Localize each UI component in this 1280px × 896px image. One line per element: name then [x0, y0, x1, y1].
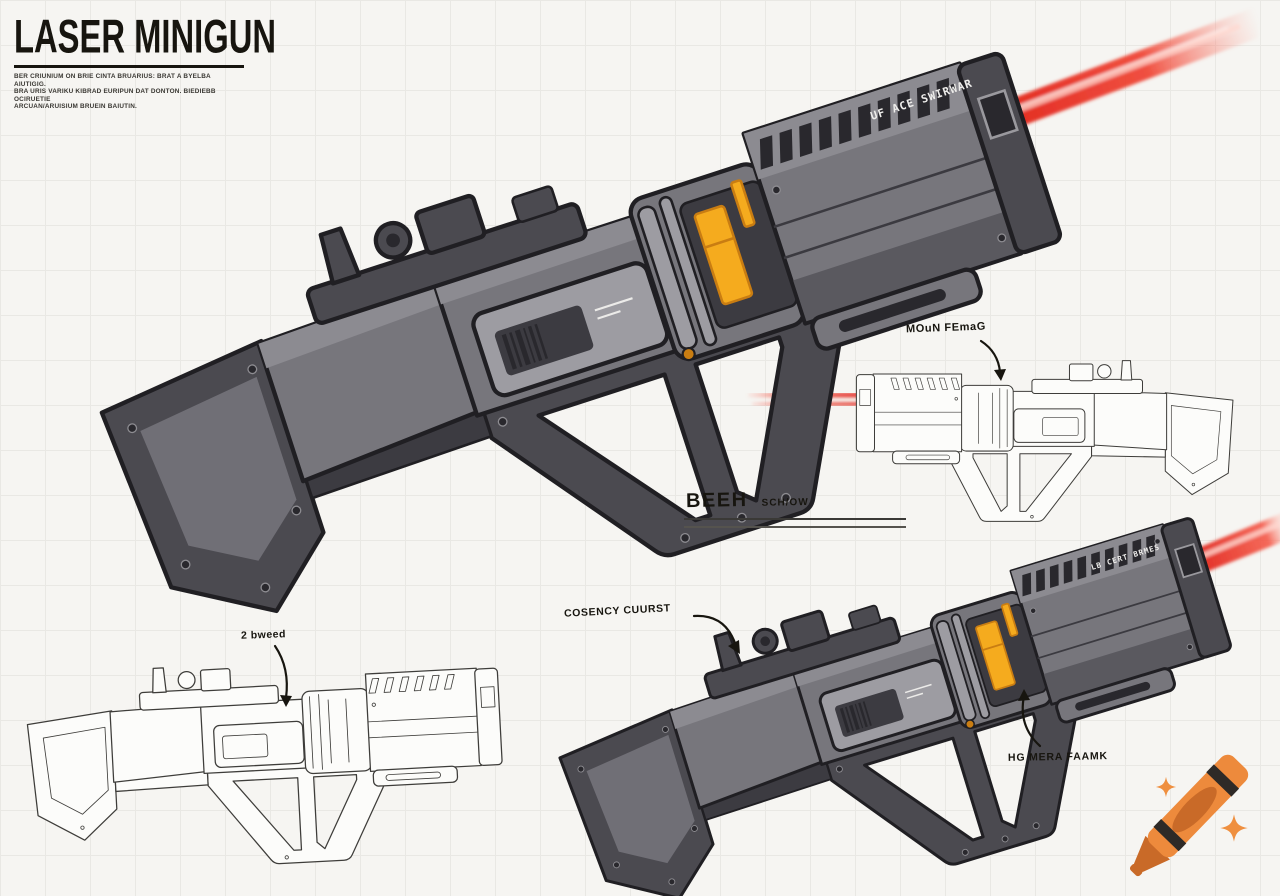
- gun-sketch-bottom-left: [25, 650, 507, 876]
- laser-beam-main: [1006, 6, 1258, 132]
- laser-beam-variant: [1196, 513, 1280, 576]
- gun-main-render: [71, 18, 1118, 709]
- sparkle-icon: [1155, 776, 1248, 842]
- gun-sketch-top-right: [856, 361, 1233, 522]
- crayon-logo: [1129, 754, 1249, 877]
